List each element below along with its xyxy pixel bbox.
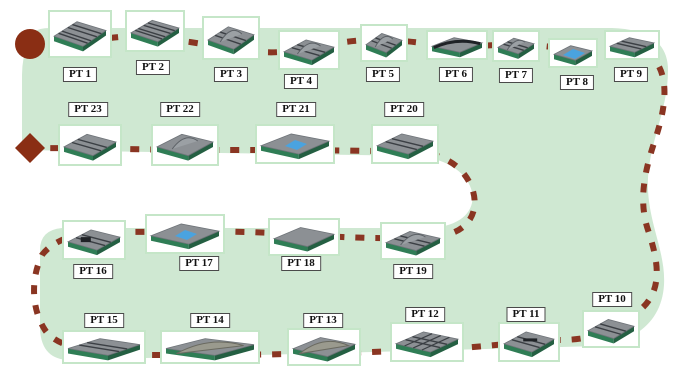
station-label: PT 23 xyxy=(68,102,108,117)
track-board-image xyxy=(130,19,180,47)
track-thumbnail xyxy=(255,124,335,164)
track-thumbnail xyxy=(48,10,112,58)
station-label: PT 20 xyxy=(384,102,424,117)
station-label: PT 12 xyxy=(405,307,445,322)
station-label: PT 18 xyxy=(281,256,321,271)
track-thumbnail xyxy=(380,222,446,260)
track-board-image xyxy=(272,227,336,252)
track-thumbnail xyxy=(160,330,260,364)
station-label: PT 6 xyxy=(438,67,474,82)
track-thumbnail xyxy=(202,16,260,60)
station-label: PT 22 xyxy=(160,102,200,117)
track-board-image xyxy=(165,338,255,361)
station-label: PT 11 xyxy=(506,307,546,322)
track-board-image xyxy=(384,231,442,256)
track-thumbnail xyxy=(604,30,660,60)
track-board-image xyxy=(207,26,255,55)
track-thumbnail xyxy=(371,124,439,164)
station-label: PT 14 xyxy=(190,313,230,328)
station-label: PT 3 xyxy=(213,67,249,82)
station-label: PT 1 xyxy=(62,67,98,82)
track-thumbnail xyxy=(287,328,361,366)
track-board-image xyxy=(155,133,215,161)
track-board-image xyxy=(394,331,460,358)
station-label: PT 5 xyxy=(365,67,401,82)
track-thumbnail xyxy=(62,330,146,364)
station-label: PT 15 xyxy=(84,313,124,328)
track-thumbnail xyxy=(360,24,408,62)
track-thumbnail xyxy=(62,220,126,260)
track-board-image xyxy=(502,331,556,358)
track-board-image xyxy=(62,133,118,161)
start-circle-marker xyxy=(15,29,45,59)
track-thumbnail xyxy=(58,124,122,166)
station-label: PT 16 xyxy=(73,264,113,279)
end-diamond-marker xyxy=(15,133,45,163)
track-board-image xyxy=(53,21,107,52)
station-label: PT 10 xyxy=(592,292,632,307)
track-board-image xyxy=(608,37,656,58)
track-thumbnail xyxy=(151,124,219,166)
track-thumbnail xyxy=(145,214,225,254)
station-label: PT 4 xyxy=(283,74,319,89)
station-label: PT 8 xyxy=(559,75,595,90)
track-board-image xyxy=(430,37,484,58)
station-label: PT 19 xyxy=(393,264,433,279)
track-thumbnail xyxy=(125,10,185,52)
station-label: PT 2 xyxy=(135,60,171,75)
track-board-image xyxy=(67,338,141,361)
track-thumbnail xyxy=(426,30,488,60)
station-label: PT 13 xyxy=(303,313,343,328)
track-board-image xyxy=(291,337,357,362)
track-board-image xyxy=(259,133,331,160)
track-board-image xyxy=(66,229,122,256)
station-label: PT 9 xyxy=(613,67,649,82)
track-thumbnail xyxy=(278,30,340,70)
track-thumbnail xyxy=(268,218,340,256)
station-label: PT 17 xyxy=(179,256,219,271)
track-thumbnail xyxy=(498,322,560,362)
track-board-image xyxy=(586,319,636,344)
station-label: PT 7 xyxy=(498,68,534,83)
track-board-image xyxy=(552,45,594,66)
track-board-image xyxy=(365,33,403,58)
track-thumbnail xyxy=(548,38,598,68)
track-board-image xyxy=(497,37,535,59)
track-thumbnail xyxy=(492,30,540,62)
track-thumbnail xyxy=(390,322,464,362)
station-label: PT 21 xyxy=(276,102,316,117)
track-board-image xyxy=(149,223,221,250)
track-board-image xyxy=(282,39,336,66)
track-thumbnail xyxy=(582,310,640,348)
track-board-image xyxy=(375,133,435,160)
